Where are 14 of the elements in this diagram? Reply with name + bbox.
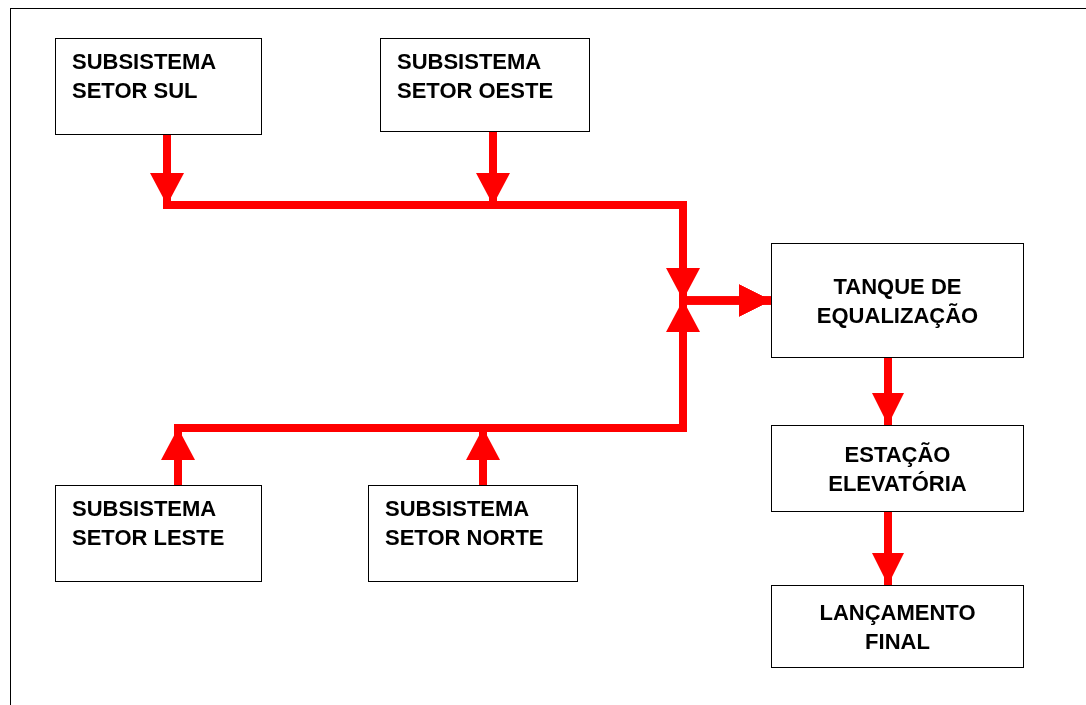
process-box	[55, 485, 262, 582]
process-box	[55, 38, 262, 135]
box-label: LANÇAMENTO FINAL	[818, 598, 977, 656]
box-label: SUBSISTEMA SETOR SUL	[72, 48, 217, 105]
process-box	[771, 585, 1024, 668]
process-box	[771, 243, 1024, 358]
box-label: SUBSISTEMA SETOR NORTE	[385, 495, 545, 552]
box-label: ESTAÇÃO ELEVATÓRIA	[827, 440, 968, 498]
box-label: SUBSISTEMA SETOR LESTE	[72, 495, 226, 552]
process-box	[771, 425, 1024, 512]
box-label: TANQUE DE EQUALIZAÇÃO	[815, 272, 980, 330]
process-box	[368, 485, 578, 582]
box-label: SUBSISTEMA SETOR OESTE	[397, 48, 555, 105]
process-box	[380, 38, 590, 132]
